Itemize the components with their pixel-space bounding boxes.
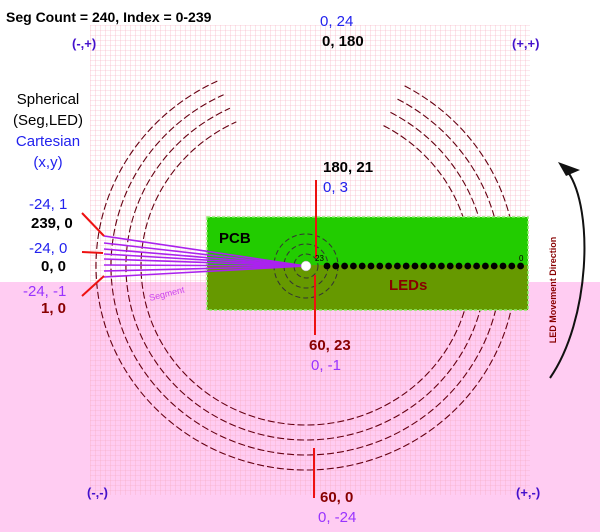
segment-ray-1 bbox=[103, 235, 307, 267]
quadrant-bottom-right: (+,-) bbox=[516, 485, 540, 500]
label-left1-cartesian: -24, 1 bbox=[29, 196, 67, 213]
led-dot bbox=[402, 262, 410, 270]
legend-seg-led: (Seg,LED) bbox=[13, 112, 83, 129]
led-dot bbox=[394, 262, 401, 270]
label-left3-cartesian: -24, -1 bbox=[23, 283, 66, 300]
led-dot bbox=[455, 262, 463, 270]
led-dot bbox=[482, 262, 489, 270]
movement-arrow-curve bbox=[549, 171, 586, 379]
led-dot bbox=[490, 262, 498, 270]
segment-ray-4 bbox=[103, 253, 307, 267]
movement-arrow-head bbox=[558, 162, 580, 176]
label-left2-spherical: 0, 0 bbox=[41, 258, 66, 275]
label-center-cartesian: 0, 3 bbox=[323, 179, 348, 196]
segment-ray-3 bbox=[103, 248, 307, 267]
segment-ray-6 bbox=[103, 264, 307, 267]
label-below-spherical: 60, 23 bbox=[309, 337, 351, 354]
label-bottom-cartesian: 0, -24 bbox=[318, 509, 356, 526]
segment-ray-2 bbox=[103, 242, 307, 267]
led-dot bbox=[473, 262, 480, 270]
pcb-board bbox=[206, 216, 529, 311]
led-dot bbox=[499, 262, 507, 270]
pcb-label: PCB bbox=[219, 230, 251, 247]
led-dot bbox=[411, 262, 419, 270]
led-dot bbox=[341, 262, 348, 270]
diagram-title: Seg Count = 240, Index = 0-239 bbox=[6, 9, 212, 25]
leds-label: LEDs bbox=[389, 277, 427, 294]
led-dot bbox=[429, 262, 436, 270]
quadrant-top-left: (-,+) bbox=[72, 36, 96, 51]
led-dot bbox=[385, 262, 392, 270]
label-left2-cartesian: -24, 0 bbox=[29, 240, 67, 257]
led-dot bbox=[350, 262, 357, 270]
led-last-index: 0 bbox=[519, 254, 524, 263]
led-dot bbox=[517, 262, 524, 270]
led-dot bbox=[446, 262, 454, 270]
legend-spherical: Spherical bbox=[17, 91, 80, 108]
quadrant-top-right: (+,+) bbox=[512, 36, 539, 51]
led-dot bbox=[438, 262, 445, 270]
center-point bbox=[300, 260, 312, 272]
led-strip bbox=[323, 262, 524, 270]
callout-left2 bbox=[81, 251, 104, 254]
segment-ray-7 bbox=[103, 265, 307, 272]
movement-arrow bbox=[549, 162, 586, 379]
label-top-cartesian: 0, 24 bbox=[320, 13, 353, 30]
led-dot bbox=[332, 262, 340, 270]
label-center-spherical: 180, 21 bbox=[323, 159, 373, 176]
label-left1-spherical: 239, 0 bbox=[31, 215, 73, 232]
segment-ray-8 bbox=[103, 265, 307, 278]
quadrant-bottom-left: (-,-) bbox=[87, 485, 108, 500]
center-ring-1 bbox=[293, 253, 319, 279]
callout-left1 bbox=[81, 212, 105, 237]
label-top-spherical: 0, 180 bbox=[322, 33, 364, 50]
label-below-cartesian: 0, -1 bbox=[311, 357, 341, 374]
led-dot bbox=[420, 262, 428, 270]
led-dot bbox=[464, 262, 472, 270]
led-ring-4 bbox=[140, 121, 472, 426]
pcb-outline bbox=[206, 216, 529, 311]
legend-cartesian: Cartesian bbox=[16, 133, 80, 150]
callout-left3 bbox=[81, 275, 105, 297]
led-dot bbox=[358, 262, 366, 270]
led-dot bbox=[323, 262, 331, 270]
segment-rays bbox=[103, 235, 307, 278]
led-dot bbox=[508, 262, 516, 270]
segment-ray-5 bbox=[103, 258, 307, 267]
movement-direction-label: LED Movement Direction bbox=[548, 237, 558, 344]
led-dot bbox=[367, 262, 375, 270]
led-first-index: 23 bbox=[315, 254, 324, 263]
led-dot bbox=[376, 262, 384, 270]
callout-lines bbox=[81, 180, 317, 498]
label-left3-spherical: 1, 0 bbox=[41, 300, 66, 317]
label-bottom-spherical: 60, 0 bbox=[320, 489, 353, 506]
legend-xy: (x,y) bbox=[33, 154, 62, 171]
pcb-lower-half bbox=[207, 265, 528, 310]
pcb-upper-half bbox=[207, 217, 528, 265]
